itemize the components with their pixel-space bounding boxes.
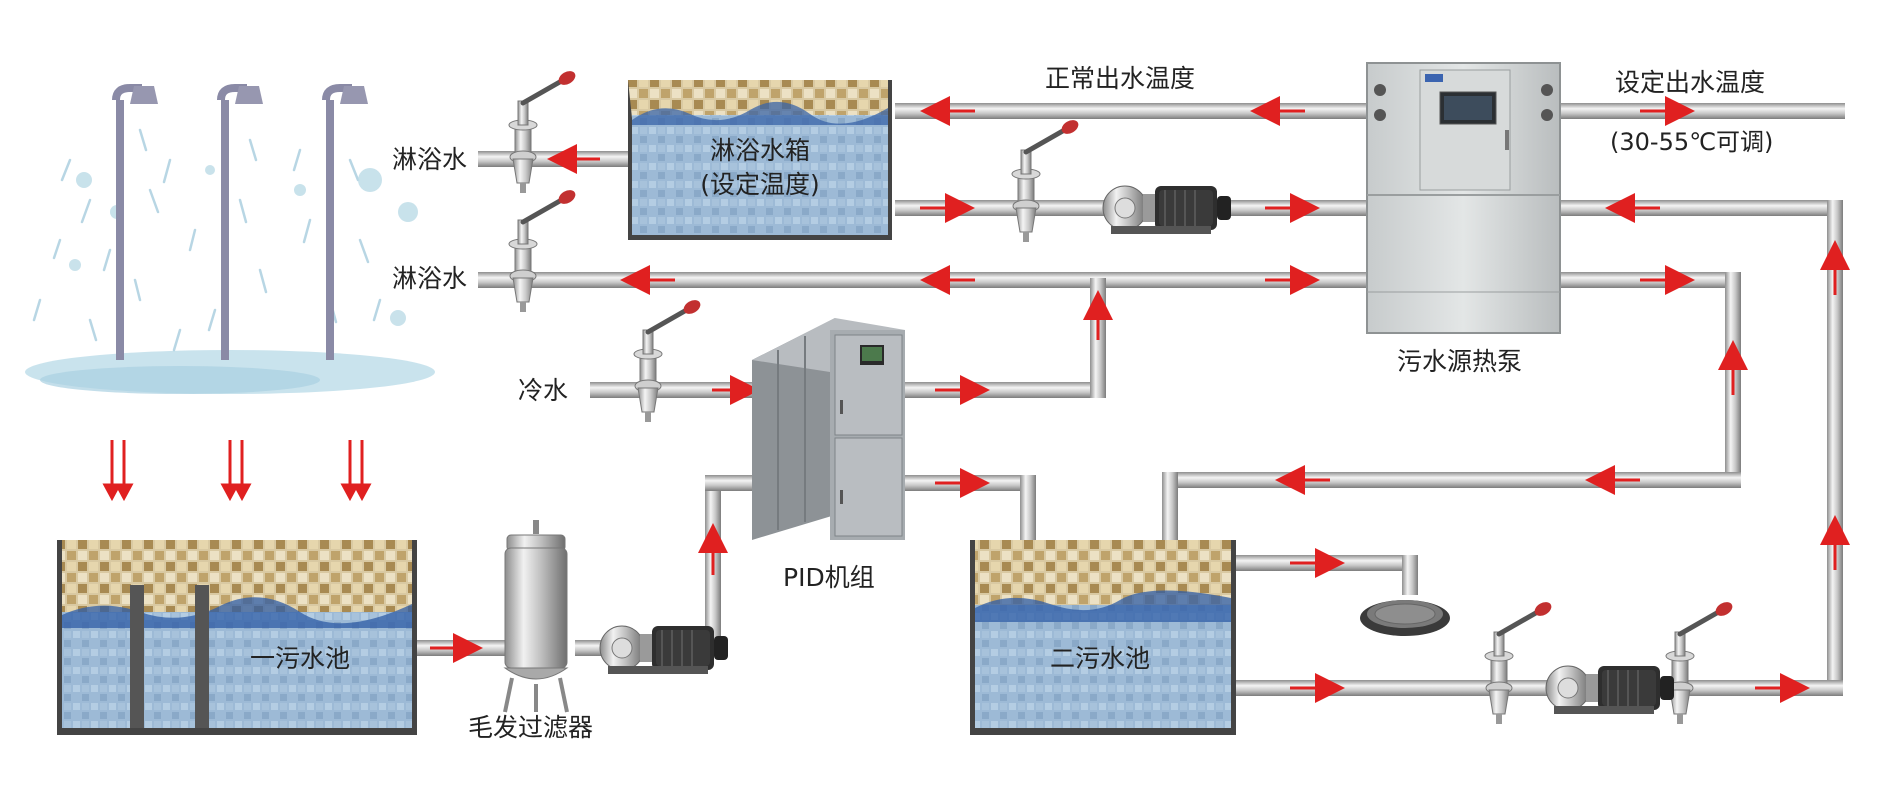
shower-tank-label: 淋浴水箱: [709, 136, 810, 165]
drain-arrows: [102, 440, 372, 502]
manhole-cover-icon: [1360, 600, 1450, 636]
normal-outlet-temp-label: 正常出水温度: [1045, 64, 1196, 93]
shower-water-tank: [628, 80, 892, 240]
adjustable-range-label: (30-55℃可调): [1610, 128, 1774, 156]
flow-arrows: [430, 96, 1850, 703]
shower-water-label-mid: 淋浴水: [392, 264, 468, 293]
valve-icon: [509, 68, 578, 193]
sewage-pool-2-label: 二污水池: [1050, 644, 1151, 673]
shower-area: [25, 86, 435, 502]
shower-icon: [116, 86, 158, 360]
valve-icon: [1012, 117, 1081, 242]
set-outlet-temp-label: 设定出水温度: [1615, 68, 1766, 97]
sewage-pool-1: [57, 540, 417, 735]
valve-icon: [1666, 599, 1735, 724]
shower-icon: [326, 86, 368, 360]
heat-pump-label: 污水源热泵: [1397, 347, 1523, 376]
shower-icon: [221, 86, 263, 360]
valve-icon: [1485, 599, 1554, 724]
pump-icon: [1102, 185, 1232, 235]
filter-tank-icon: [503, 520, 569, 713]
valve-icon: [509, 187, 578, 312]
shower-water-label-top: 淋浴水: [392, 145, 468, 174]
pid-unit-label: PID机组: [783, 563, 875, 592]
valve-icon: [634, 297, 703, 422]
sewage-pool-2: [970, 540, 1236, 735]
pid-cabinet-icon: [752, 318, 905, 540]
pump-icon: [1545, 665, 1675, 715]
sewage-pool-1-label: 一污水池: [250, 644, 351, 673]
cold-water-label: 冷水: [518, 376, 569, 405]
shower-tank-sublabel: (设定温度): [700, 170, 820, 199]
heat-pump-unit-icon: [1366, 62, 1561, 334]
hair-filter-label: 毛发过滤器: [468, 713, 594, 742]
pump-icon: [599, 625, 729, 675]
